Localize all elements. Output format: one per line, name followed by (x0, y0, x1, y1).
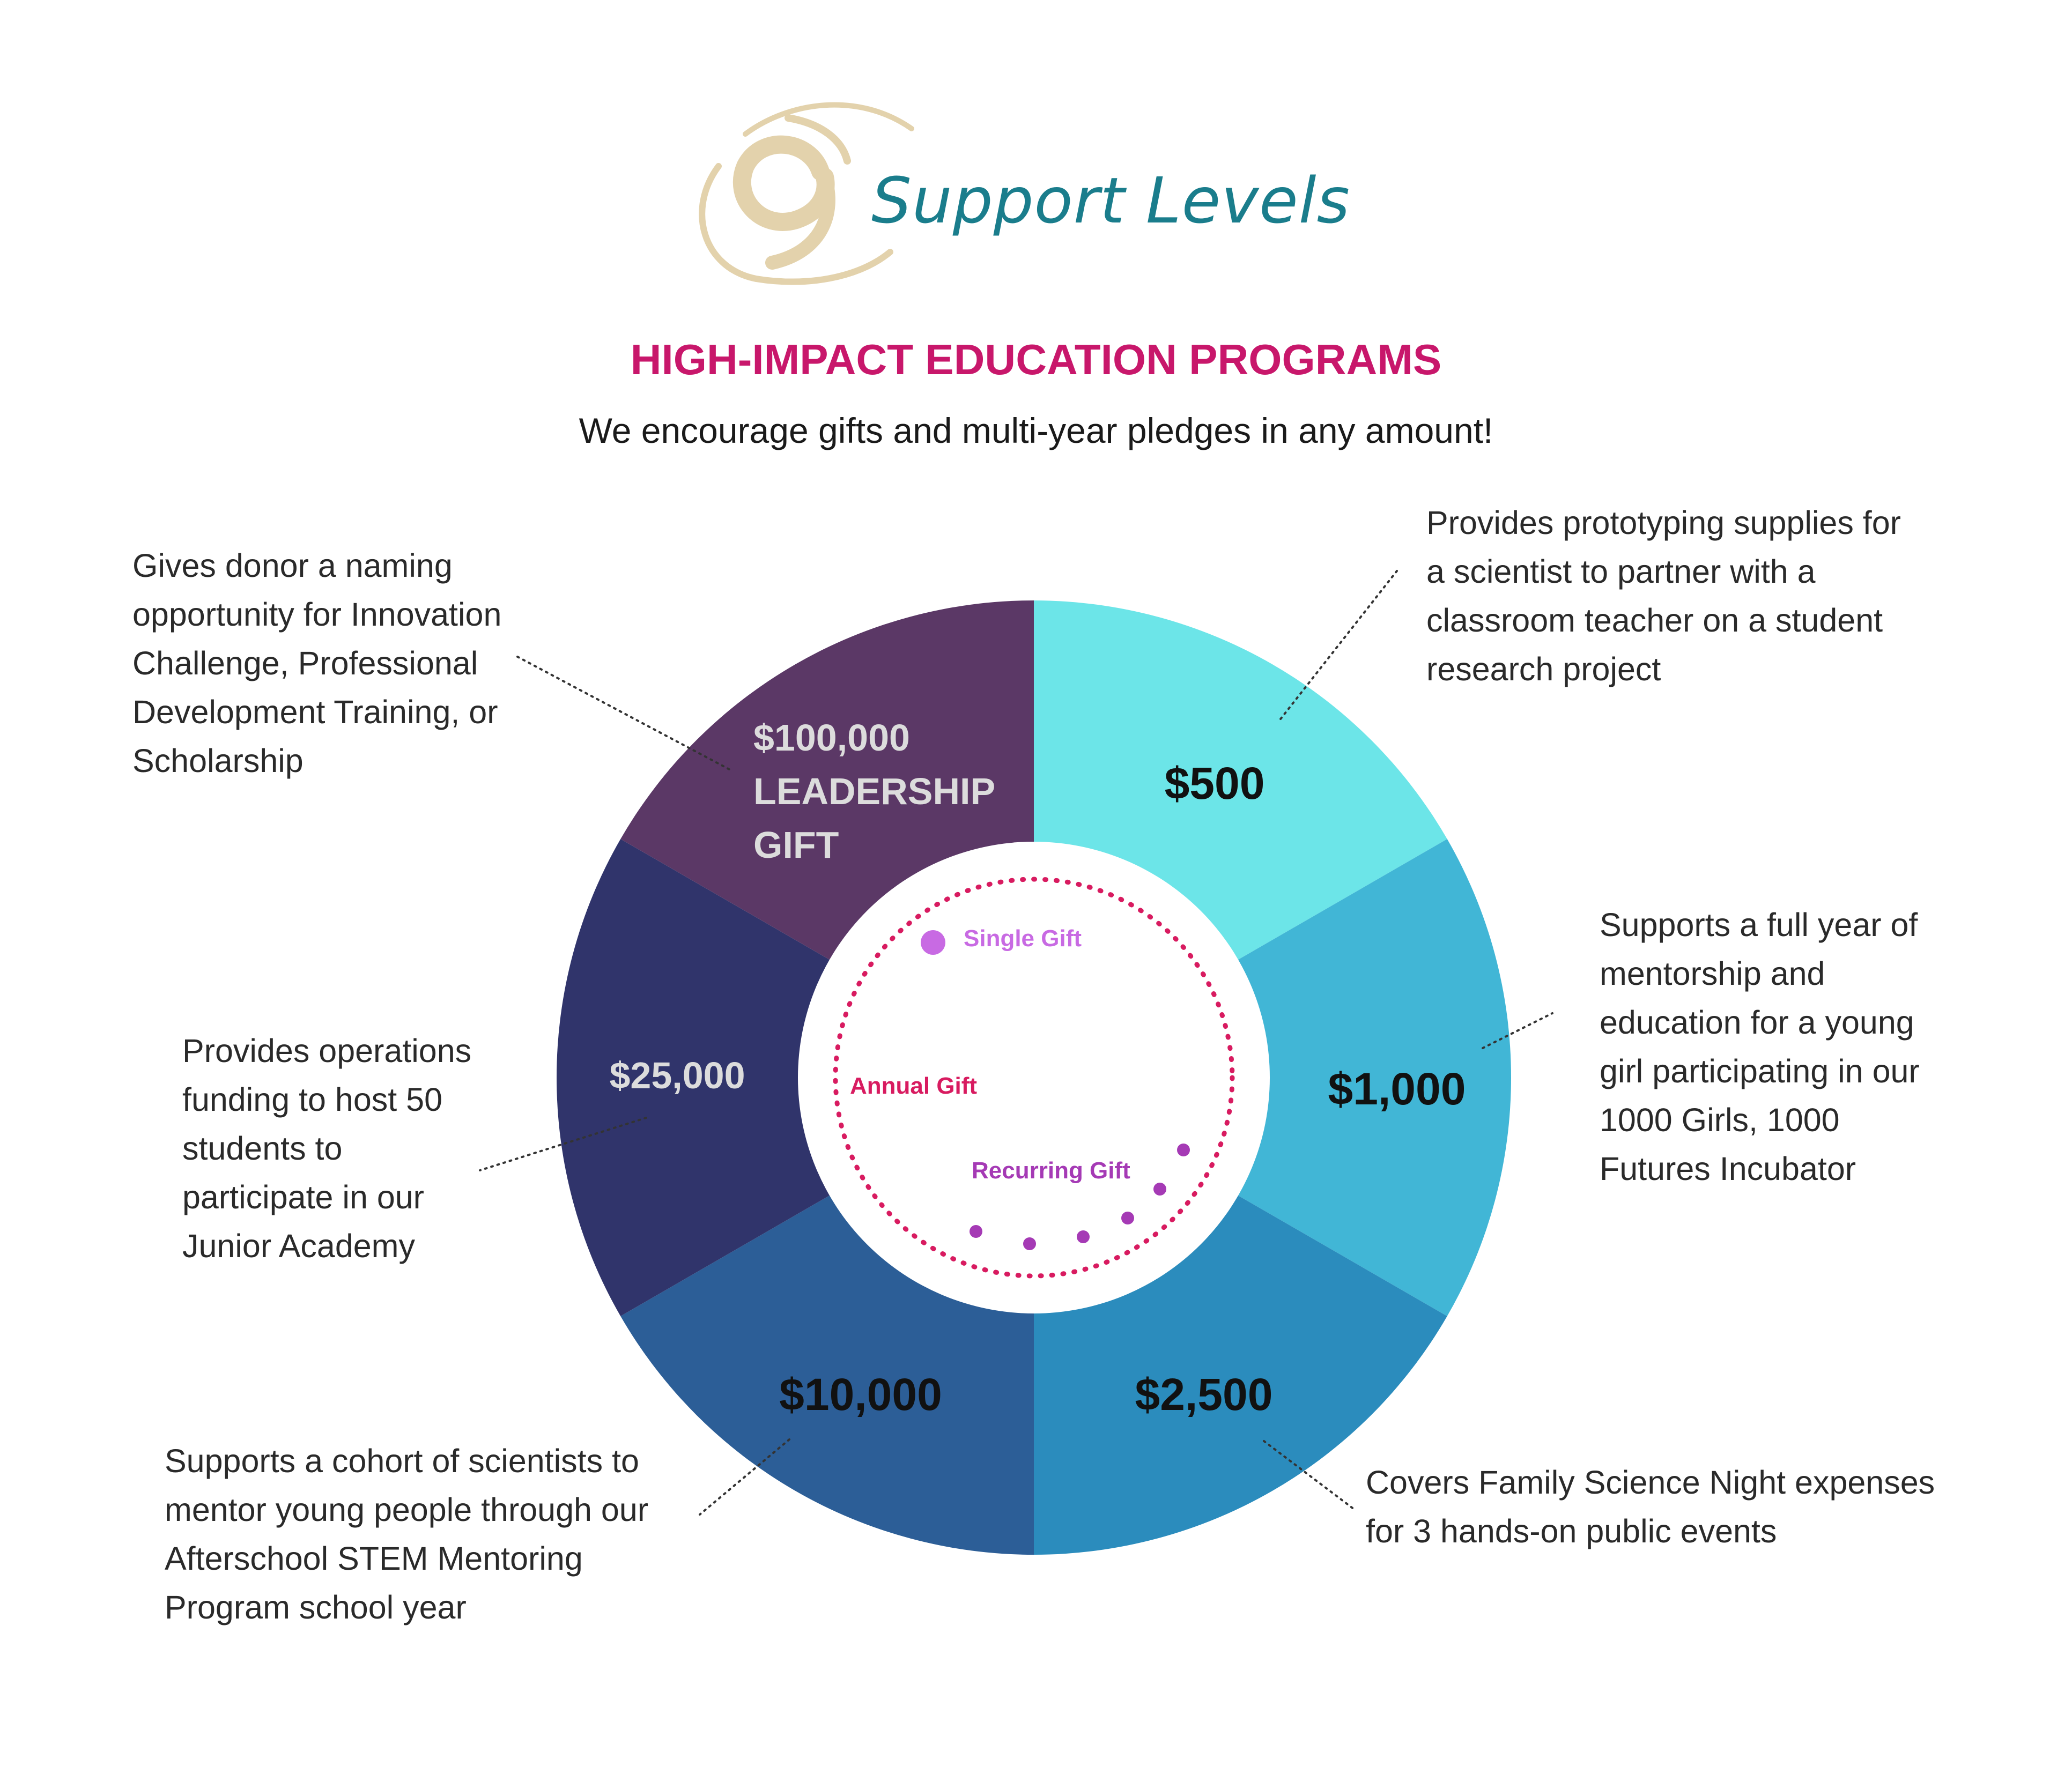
annual-gift-ring (833, 877, 1235, 1279)
recurring-dot-2 (1153, 1183, 1166, 1196)
recurring-dot-4 (1077, 1230, 1090, 1243)
description-500: Provides prototyping supplies for a scie… (1426, 504, 1901, 687)
single-gift-dot-icon (921, 930, 945, 955)
amount-label-25000: $25,000 (609, 1055, 745, 1096)
single-gift-label: Single Gift (964, 925, 1082, 952)
recurring-dot-1 (1177, 1144, 1190, 1156)
amount-label-100000-line3: GIFT (753, 824, 839, 866)
amount-label-10000: $10,000 (779, 1369, 942, 1420)
annual-gift-label: Annual Gift (850, 1073, 977, 1099)
amount-label-100000-line1: $100,000 (753, 717, 910, 759)
page-heading: HIGH-IMPACT EDUCATION PROGRAMS (630, 336, 1442, 383)
recurring-dot-3 (1121, 1212, 1134, 1224)
recurring-gift-dots (970, 1144, 1190, 1250)
description-25000: Provides operations funding to host 50 s… (182, 1033, 472, 1264)
description-100000: Gives donor a naming opportunity for Inn… (132, 547, 502, 779)
leader-line-500 (1278, 570, 1398, 722)
segment-1000 (1034, 839, 1512, 1316)
logo-title: Support Levels (871, 164, 1351, 237)
leader-line-10000 (699, 1438, 790, 1516)
donut-center (798, 842, 1270, 1313)
swirl-logo-icon (699, 102, 914, 285)
amount-label-2500: $2,500 (1135, 1369, 1273, 1420)
description-1000: Supports a full year of mentorship and e… (1600, 907, 1920, 1187)
recurring-dot-5 (1023, 1237, 1036, 1250)
description-2500: Covers Family Science Night expenses for… (1366, 1464, 1935, 1549)
leader-line-1000 (1482, 1012, 1553, 1049)
recurring-gift-label: Recurring Gift (972, 1157, 1130, 1184)
description-10000: Supports a cohort of scientists to mento… (165, 1443, 649, 1625)
amount-label-1000: $1,000 (1328, 1064, 1466, 1114)
leader-line-2500 (1263, 1440, 1355, 1510)
amount-label-500: $500 (1165, 758, 1265, 808)
recurring-dot-6 (970, 1225, 982, 1238)
segment-25000 (557, 839, 1034, 1316)
amount-label-100000-line2: LEADERSHIP (753, 770, 995, 812)
leader-line-100000 (516, 656, 730, 770)
page-subheading: We encourage gifts and multi-year pledge… (579, 411, 1493, 450)
